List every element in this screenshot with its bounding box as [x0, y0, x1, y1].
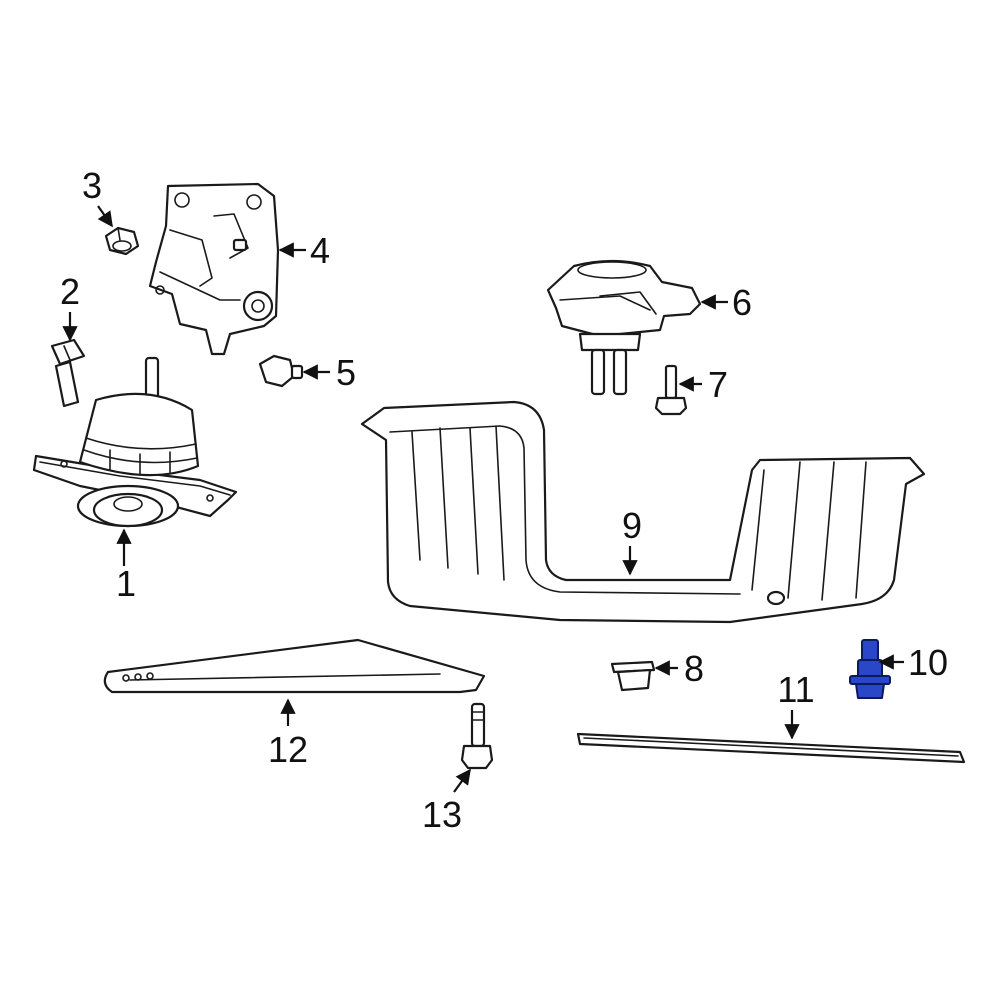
part-5-bolt[interactable]: [258, 354, 304, 388]
callout-13: 13: [422, 794, 462, 835]
callout-6: 6: [732, 282, 752, 323]
callout-labels: 1 2 3 4 5 6 7 8 9 10 11 12 13: [60, 165, 948, 835]
part-6-transmission-mount[interactable]: [546, 259, 702, 396]
callout-2: 2: [60, 271, 80, 312]
part-7-bolt[interactable]: [654, 364, 688, 416]
part-12-brace[interactable]: [103, 638, 486, 694]
callout-5: 5: [336, 352, 356, 393]
callout-9: 9: [622, 505, 642, 546]
callout-3: 3: [82, 165, 102, 206]
callout-10: 10: [908, 642, 948, 683]
leader-3: [97, 205, 113, 228]
callout-4: 4: [310, 230, 330, 271]
callout-11: 11: [777, 669, 814, 710]
part-4-mount-bracket[interactable]: [148, 182, 280, 356]
leader-13: [453, 768, 471, 793]
part-11-bar[interactable]: [576, 732, 966, 764]
part-13-bolt[interactable]: [460, 702, 494, 770]
callout-1: 1: [116, 563, 136, 604]
part-2-bolt[interactable]: [50, 338, 86, 408]
part-10-bolt-highlighted[interactable]: [849, 639, 891, 699]
part-3-nut[interactable]: [104, 226, 140, 256]
part-9-crossmember[interactable]: [360, 400, 926, 624]
callout-7: 7: [708, 364, 728, 405]
part-1-engine-mount[interactable]: [32, 356, 238, 528]
callout-8: 8: [684, 648, 704, 689]
part-8-clip-nut[interactable]: [610, 660, 656, 692]
callout-12: 12: [268, 729, 308, 770]
leader-lines: [62, 205, 904, 793]
